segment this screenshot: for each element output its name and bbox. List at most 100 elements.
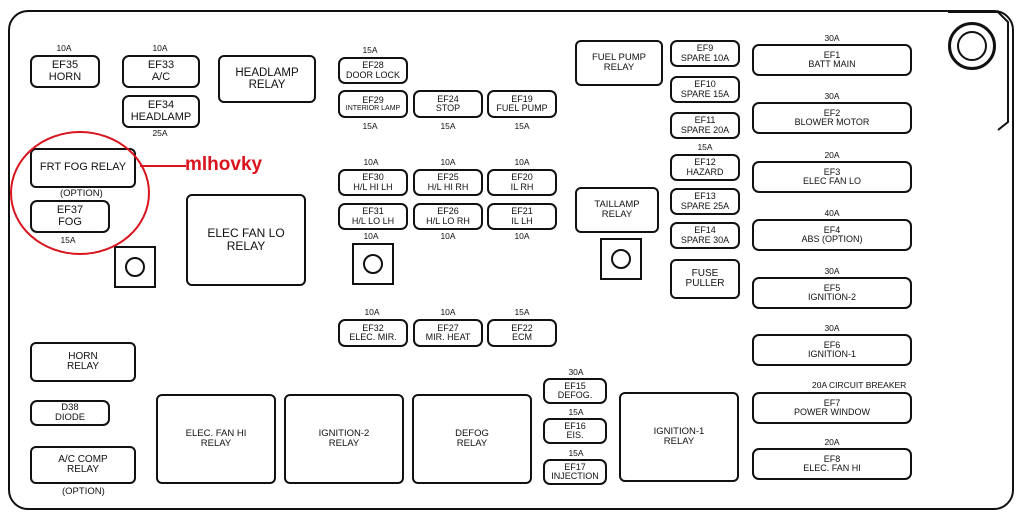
fuse-id: EF14	[694, 225, 716, 236]
fuse-id: EF19	[511, 93, 533, 104]
fuse-ef10[interactable]: EF10 SPARE 15A	[670, 76, 740, 103]
fuse-label: SPARE 25A	[680, 200, 730, 211]
fuse-ef29[interactable]: EF29 INTERIOR LAMP	[338, 90, 408, 118]
fuse-label: IGNITION-2	[807, 292, 856, 302]
fuse-ef20[interactable]: EF20 IL RH	[487, 169, 557, 196]
fuse-ef30[interactable]: EF30 H/L HI LH	[338, 169, 408, 196]
fuse-ef17[interactable]: EF17 INJECTION	[543, 459, 607, 485]
fuse-ef24[interactable]: EF24 STOP	[413, 90, 483, 118]
fuse-id: EF3	[823, 166, 841, 177]
taillamp-relay[interactable]: TAILLAMP RELAY	[575, 187, 659, 233]
ac-comp-relay[interactable]: A/C COMP RELAY	[30, 446, 136, 484]
fuse-ef1[interactable]: EF1 BATT MAIN	[752, 44, 912, 76]
fuse-ef15[interactable]: EF15 DEFOG.	[543, 378, 607, 404]
ef30-rating: 10A	[363, 157, 379, 167]
relay-label: HORN RELAY	[66, 350, 100, 372]
fuse-label: STOP	[435, 103, 461, 113]
fuse-label: H/L HI LH	[353, 181, 393, 192]
fuse-ef6[interactable]: EF6 IGNITION-1	[752, 334, 912, 366]
fuse-id: EF4	[823, 224, 841, 235]
ef8-rating: 20A	[824, 437, 840, 447]
fuse-ef28[interactable]: EF28 DOOR LOCK	[338, 57, 408, 84]
fuse-label: ABS (OPTION)	[801, 234, 863, 244]
fuse-ef25[interactable]: EF25 H/L HI RH	[413, 169, 483, 196]
bolt-terminal-3	[600, 238, 642, 280]
fuse-id: EF21	[511, 206, 533, 217]
fuse-ef13[interactable]: EF13 SPARE 25A	[670, 188, 740, 215]
fuse-ef7[interactable]: EF7 POWER WINDOW	[752, 392, 912, 424]
fuse-ef3[interactable]: EF3 ELEC FAN LO	[752, 161, 912, 193]
relay-label: FUEL PUMP RELAY	[591, 52, 647, 73]
annotation-label: mlhovky	[185, 154, 263, 175]
fuse-ef12[interactable]: EF12 HAZARD	[670, 154, 740, 181]
fuse-label: IL LH	[511, 215, 533, 226]
horn-relay[interactable]: HORN RELAY	[30, 342, 136, 382]
ignition-2-relay[interactable]: IGNITION-2 RELAY	[284, 394, 404, 484]
fuse-ef32[interactable]: EF32 ELEC. MIR.	[338, 319, 408, 347]
fuse-id: EF11	[694, 115, 716, 126]
fuse-ef8[interactable]: EF8 ELEC. FAN HI	[752, 448, 912, 480]
d38-diode[interactable]: D38 DIODE	[30, 400, 110, 426]
ef6-rating: 30A	[824, 323, 840, 333]
relay-label: TAILLAMP RELAY	[594, 199, 640, 220]
fuse-ef21[interactable]: EF21 IL LH	[487, 203, 557, 230]
fuse-ef11[interactable]: EF11 SPARE 20A	[670, 112, 740, 139]
fuse-ef31[interactable]: EF31 H/L LO LH	[338, 203, 408, 230]
fuse-id: EF8	[823, 453, 841, 464]
fuse-ef26[interactable]: EF26 H/L LO RH	[413, 203, 483, 230]
ef29-rating: 15A	[362, 121, 378, 131]
fuse-ef34[interactable]: EF34 HEADLAMP	[122, 95, 200, 128]
fuse-id: EF20	[511, 172, 533, 183]
fuse-ef5[interactable]: EF5 IGNITION-2	[752, 277, 912, 309]
fuse-id: EF27	[437, 322, 459, 333]
fuse-label: EIS.	[566, 430, 584, 440]
fog-highlight-circle	[10, 131, 150, 255]
fuse-label: ELEC FAN LO	[802, 176, 862, 186]
fuse-id: EF17	[564, 461, 586, 472]
relay-label: IGNITION-2 RELAY	[318, 428, 370, 449]
fuse-ef16[interactable]: EF16 EIS.	[543, 418, 607, 444]
ef31-rating: 10A	[363, 231, 379, 241]
defog-relay[interactable]: DEFOG RELAY	[412, 394, 532, 484]
ef2-rating: 30A	[824, 91, 840, 101]
fuse-ef14[interactable]: EF14 SPARE 30A	[670, 222, 740, 249]
fuse-ef27[interactable]: EF27 MIR. HEAT	[413, 319, 483, 347]
fuel-pump-relay[interactable]: FUEL PUMP RELAY	[575, 40, 663, 86]
elec-fan-lo-relay[interactable]: ELEC FAN LO RELAY	[186, 194, 306, 286]
ef27-rating: 10A	[440, 307, 456, 317]
fuse-id: EF28	[362, 60, 384, 71]
ef17-rating: 15A	[568, 448, 584, 458]
fuse-ef19[interactable]: EF19 FUEL PUMP	[487, 90, 557, 118]
fuse-puller-label: FUSE PULLER	[685, 267, 725, 289]
fuse-id: EF32	[362, 322, 384, 333]
fuse-label: ELEC. FAN HI	[803, 463, 861, 473]
ef32-rating: 10A	[364, 307, 380, 317]
fuse-id: EF29	[362, 94, 384, 105]
fuse-box-outline	[8, 10, 1014, 510]
fuse-id: EF6	[823, 339, 841, 350]
fuse-id: EF22	[511, 322, 533, 333]
fuse-label: DEFOG.	[557, 390, 593, 400]
fuse-ef35[interactable]: EF35 HORN	[30, 55, 100, 88]
fuse-ef4[interactable]: EF4 ABS (OPTION)	[752, 219, 912, 251]
headlamp-relay[interactable]: HEADLAMP RELAY	[218, 55, 316, 103]
elec-fan-hi-relay[interactable]: ELEC. FAN HI RELAY	[156, 394, 276, 484]
fuse-puller[interactable]: FUSE PULLER	[670, 259, 740, 299]
ef4-rating: 40A	[824, 208, 840, 218]
relay-label: DEFOG RELAY	[455, 428, 489, 449]
fuse-ef2[interactable]: EF2 BLOWER MOTOR	[752, 102, 912, 134]
fuse-ef9[interactable]: EF9 SPARE 10A	[670, 40, 740, 67]
fuse-label: FUEL PUMP	[496, 103, 548, 113]
fuse-label: INTERIOR LAMP	[345, 105, 401, 113]
fuse-id: EF24	[437, 93, 459, 104]
fuse-label: DOOR LOCK	[345, 69, 400, 80]
annotation-pointer-line	[140, 165, 186, 167]
fuse-ef22[interactable]: EF22 ECM	[487, 319, 557, 347]
fuse-id: EF2	[823, 107, 841, 118]
ignition-1-relay[interactable]: IGNITION-1 RELAY	[619, 392, 739, 482]
ef19-rating: 15A	[514, 121, 530, 131]
fuse-id: EF9	[696, 43, 714, 54]
fuse-ef33[interactable]: EF33 A/C	[122, 55, 200, 88]
ef21-rating: 10A	[514, 231, 530, 241]
